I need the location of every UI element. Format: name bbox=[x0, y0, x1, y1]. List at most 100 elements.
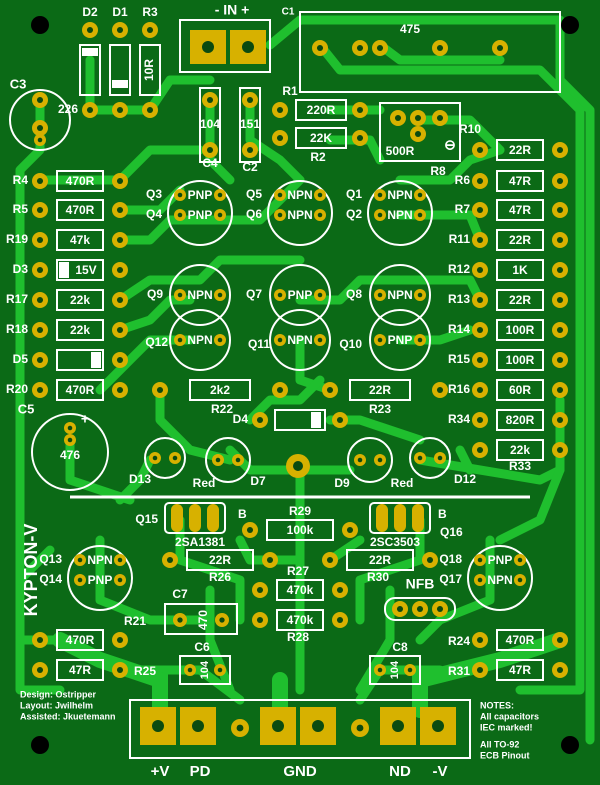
base-mark: B bbox=[438, 507, 447, 521]
pad-hole bbox=[236, 724, 244, 732]
designator: R3 bbox=[142, 5, 158, 19]
resistor-r20 bbox=[56, 379, 104, 401]
resistor-pad-hole bbox=[116, 386, 124, 394]
diode-band bbox=[112, 80, 128, 88]
transistor-type: PNP bbox=[488, 553, 513, 567]
pad-hole bbox=[156, 386, 164, 394]
transistor-pair bbox=[67, 545, 133, 611]
designator: C8 bbox=[392, 640, 408, 654]
transistor-pad bbox=[189, 504, 201, 532]
resistor-value: 470R bbox=[66, 203, 95, 217]
resistor-r24 bbox=[496, 629, 544, 651]
designator: D3 bbox=[13, 262, 29, 276]
transistor-pad-hole bbox=[477, 577, 483, 583]
resistor-value: 470R bbox=[66, 174, 95, 188]
capacitor-value: 104 bbox=[389, 660, 401, 679]
resistor-value: 1K bbox=[512, 263, 528, 277]
designator: R10 bbox=[459, 122, 481, 136]
input-label: - IN + bbox=[215, 2, 250, 18]
note-line: NOTES: bbox=[480, 700, 514, 710]
designator: R30 bbox=[367, 570, 389, 584]
resistor-pad-hole bbox=[116, 236, 124, 244]
resistor-r10 bbox=[496, 139, 544, 161]
designator: R25 bbox=[134, 664, 156, 678]
resistor-r7 bbox=[496, 199, 544, 221]
designator: R7 bbox=[455, 202, 471, 216]
transistor-pair bbox=[267, 180, 333, 246]
pad-hole bbox=[246, 96, 254, 104]
designator: Q12 bbox=[145, 335, 168, 349]
designator: C5 bbox=[18, 401, 35, 416]
led-d7 bbox=[205, 437, 251, 483]
resistor-value: 10R bbox=[142, 59, 156, 81]
designator: R18 bbox=[6, 322, 28, 336]
transistor-pad-hole bbox=[377, 192, 383, 198]
resistor-value: 22K bbox=[310, 131, 332, 145]
pad-hole bbox=[376, 44, 384, 52]
transistor-pad bbox=[412, 504, 424, 532]
resistor-value: 22R bbox=[509, 143, 531, 157]
resistor-pad-hole bbox=[476, 236, 484, 244]
resistor-value: 47R bbox=[509, 174, 531, 188]
pad-hole bbox=[219, 617, 225, 623]
pad-hole bbox=[67, 425, 73, 431]
resistor-r6 bbox=[496, 170, 544, 192]
designator: R34 bbox=[448, 412, 470, 426]
transistor-pair bbox=[467, 545, 533, 611]
transistor-pad-hole bbox=[517, 577, 523, 583]
pad-hole bbox=[276, 134, 284, 142]
designator: R31 bbox=[448, 664, 470, 678]
pad-hole bbox=[116, 356, 124, 364]
resistor-pad-hole bbox=[116, 326, 124, 334]
resistor-value: 22R bbox=[369, 383, 391, 397]
pad-hole bbox=[436, 386, 444, 394]
designator: R11 bbox=[449, 232, 471, 246]
transistor-type: PNP bbox=[88, 573, 113, 587]
transistor-pad-hole bbox=[177, 337, 183, 343]
designator: R28 bbox=[287, 630, 309, 644]
pad-hole bbox=[37, 137, 43, 143]
resistor-value: 22k bbox=[70, 293, 90, 307]
designator: Q3 bbox=[146, 187, 162, 201]
transistor-type: NPN bbox=[487, 573, 512, 587]
resistor-r34 bbox=[496, 409, 544, 431]
diode-band bbox=[311, 412, 321, 428]
vplus-label: +V bbox=[151, 763, 170, 780]
pad-hole bbox=[276, 386, 284, 394]
resistor-pad-hole bbox=[326, 556, 334, 564]
resistor-pad-hole bbox=[476, 266, 484, 274]
pad-hole bbox=[407, 667, 413, 673]
resistor-value: 60R bbox=[509, 383, 531, 397]
resistor-pad-hole bbox=[556, 326, 564, 334]
resistor-r21 bbox=[56, 629, 104, 651]
pad-hole bbox=[146, 106, 154, 114]
resistor-value: 22R bbox=[369, 553, 391, 567]
resistor-pad-hole bbox=[116, 296, 124, 304]
transistor-type: PNP bbox=[188, 208, 213, 222]
pad-hole bbox=[326, 386, 334, 394]
transistor-type: NPN bbox=[387, 288, 412, 302]
transistor-pad-hole bbox=[117, 577, 123, 583]
designator: R22 bbox=[211, 402, 233, 416]
pad-hole bbox=[436, 605, 444, 613]
pad-hole bbox=[396, 605, 404, 613]
mounting-hole-tl bbox=[31, 16, 49, 34]
designator: R4 bbox=[13, 173, 29, 187]
note-line: ECB Pinout bbox=[480, 750, 530, 760]
resistor-r4 bbox=[56, 170, 104, 192]
pad-hole bbox=[36, 356, 44, 364]
transistor-pad-hole bbox=[317, 292, 323, 298]
polarity-mark: + bbox=[81, 411, 89, 427]
pad-hole bbox=[377, 667, 383, 673]
designator: Q13 bbox=[39, 552, 62, 566]
transistor-part: 2SA1381 bbox=[175, 535, 225, 549]
resistor-pad-hole bbox=[36, 326, 44, 334]
transistor-part: 2SC3503 bbox=[370, 535, 420, 549]
resistor-r27 bbox=[276, 579, 324, 601]
pad-hole bbox=[177, 617, 183, 623]
resistor-value: 47k bbox=[70, 233, 90, 247]
mounting-hole-tr bbox=[561, 16, 579, 34]
capacitor-value: 475 bbox=[400, 22, 420, 36]
